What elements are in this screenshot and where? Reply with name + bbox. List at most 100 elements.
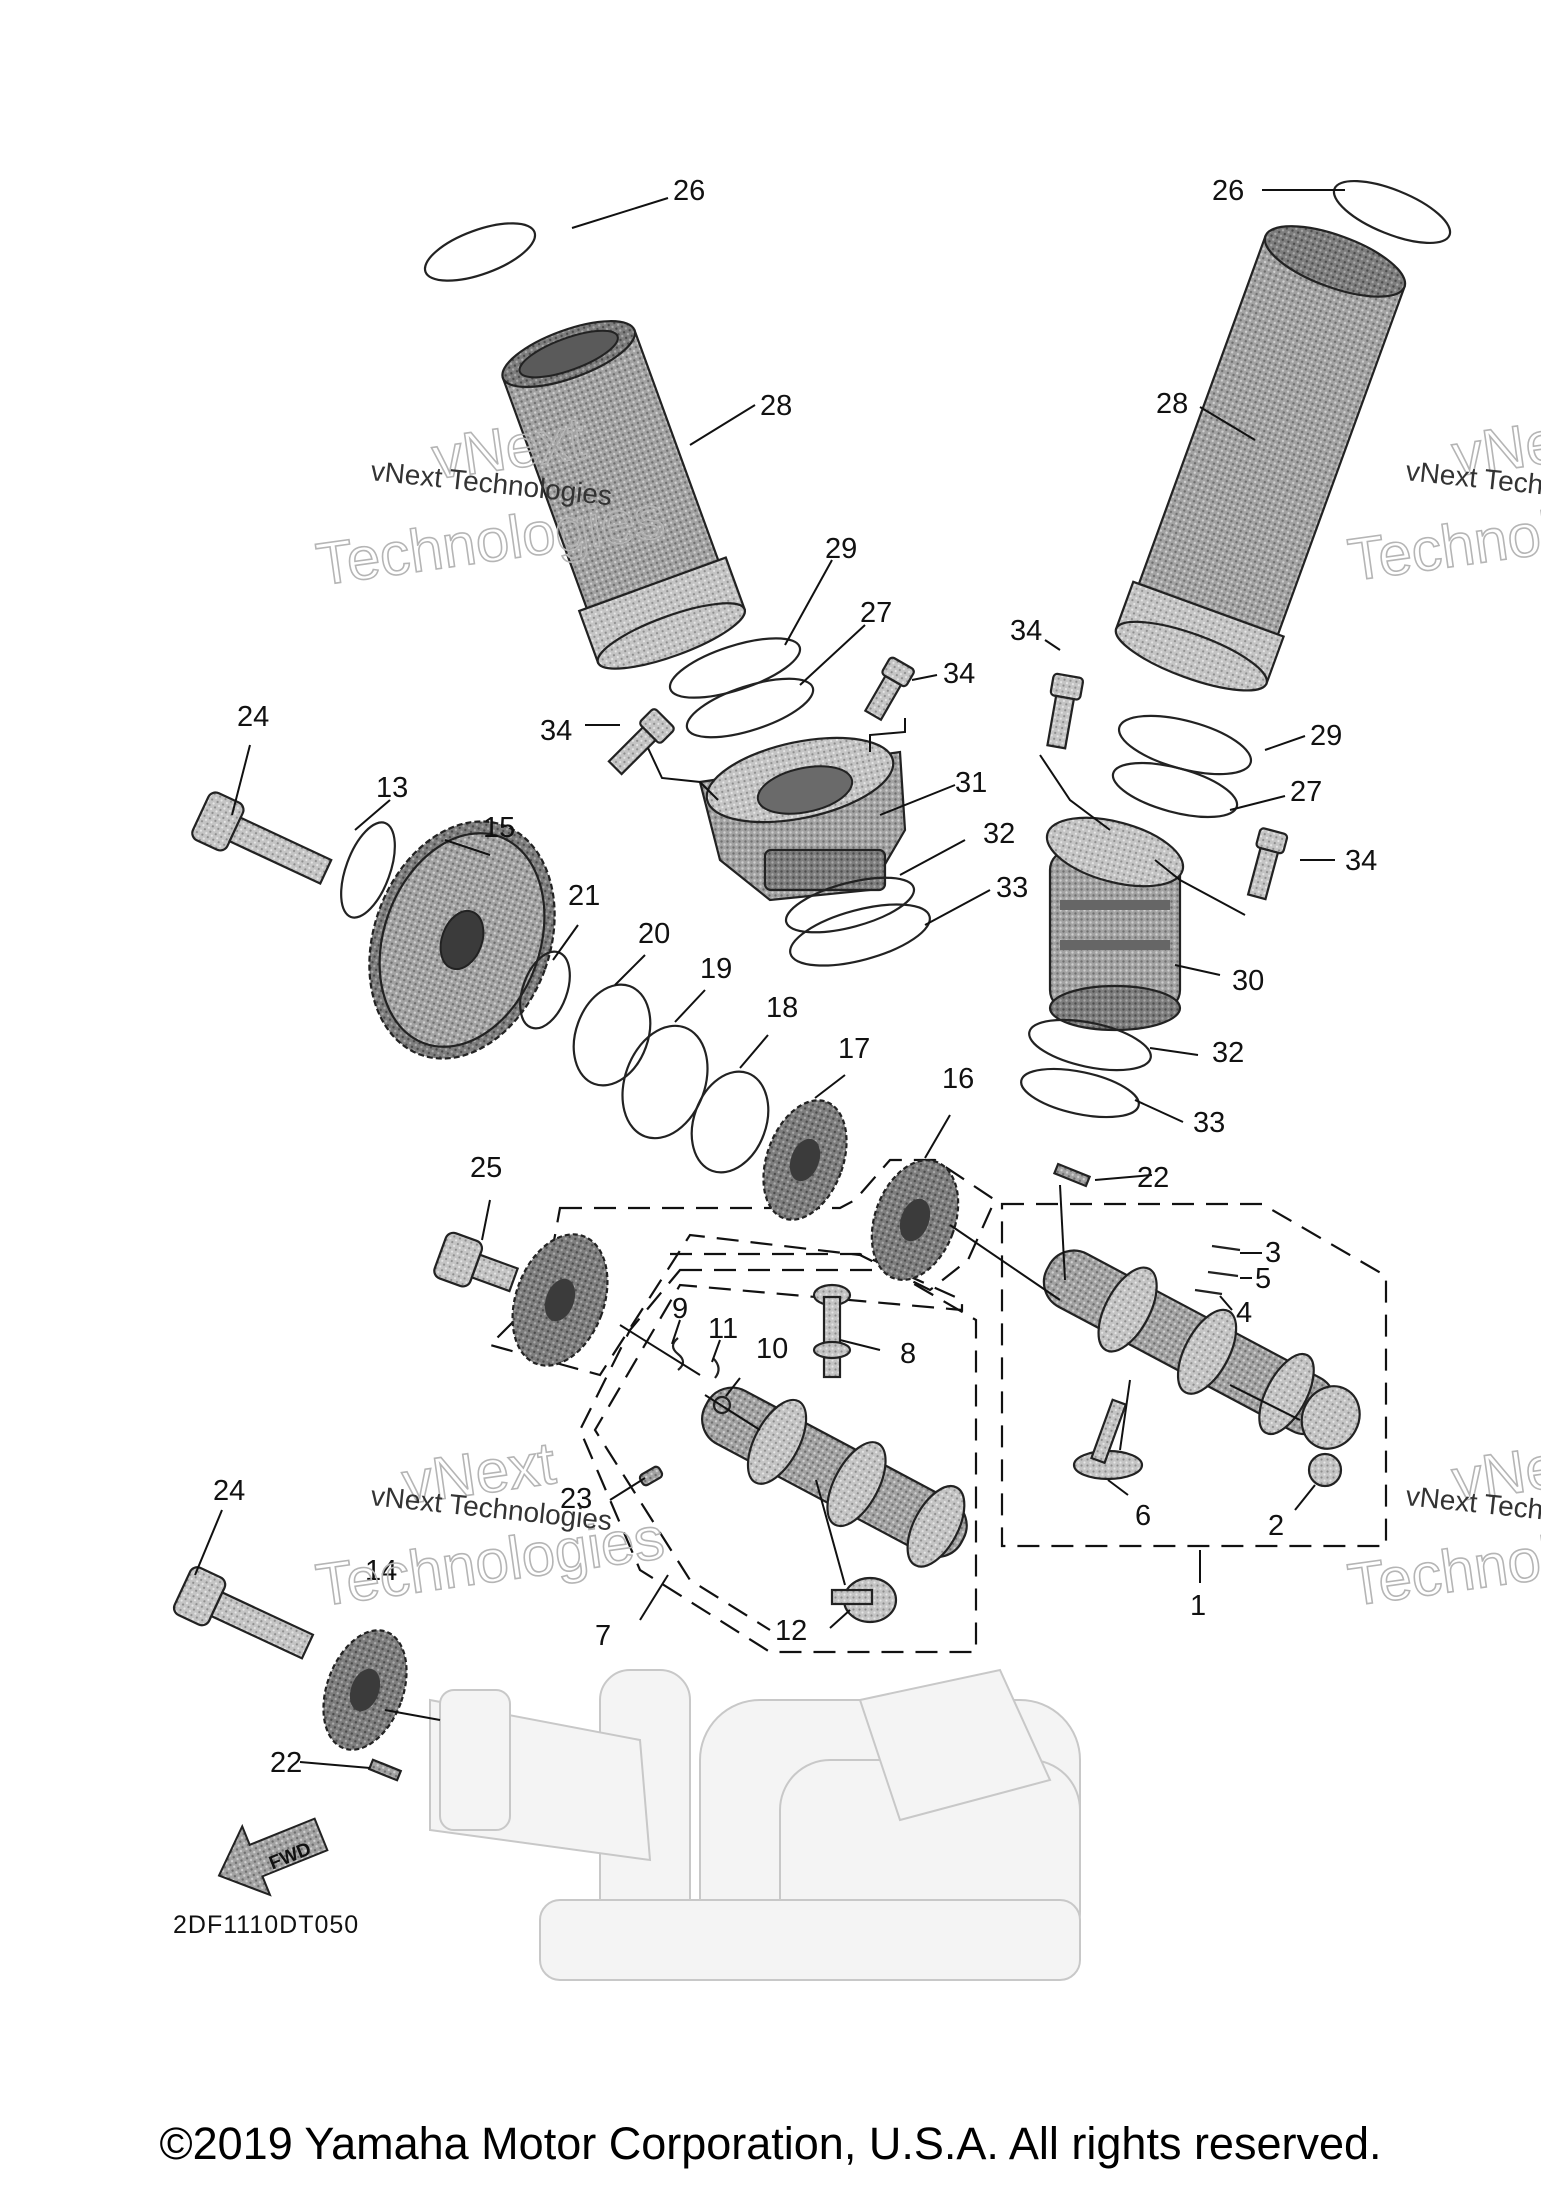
camshaft-assembly-1: [1042, 1162, 1361, 1488]
leader-lines: [194, 189, 1345, 1769]
callout-14: 14: [365, 1555, 397, 1587]
right-cylinder-group: [1020, 179, 1452, 1119]
callout-16: 16: [942, 1063, 974, 1095]
callout-33: 33: [996, 872, 1028, 904]
callout-10: 10: [756, 1333, 788, 1365]
left-cylinder-group: [423, 222, 931, 967]
callout-33: 33: [1193, 1107, 1225, 1139]
crankshaft-ghost: [429, 1668, 1081, 1981]
gear-14: [322, 1629, 408, 1751]
callout-11: 11: [708, 1313, 738, 1345]
callout-18: 18: [766, 992, 798, 1024]
bolt-24-lower: [172, 1566, 315, 1660]
callout-6: 6: [1135, 1500, 1151, 1532]
bolt-34-left-a: [607, 708, 675, 776]
gear-17: [762, 1099, 848, 1221]
o-ring-27-right: [1111, 761, 1239, 819]
o-ring-26-right: [1332, 179, 1452, 245]
washer-20: [572, 983, 652, 1087]
callout-3: 3: [1265, 1237, 1281, 1269]
spring-9: [671, 1337, 685, 1371]
copyright-notice: ©2019 Yamaha Motor Corporation, U.S.A. A…: [159, 2118, 1382, 2169]
callout-34: 34: [1345, 845, 1377, 877]
callout-19: 19: [700, 953, 732, 985]
callout-30: 30: [1232, 965, 1264, 997]
callout-12: 12: [775, 1615, 807, 1647]
callout-8: 8: [900, 1338, 916, 1370]
camshaft-assembly-7-outline: [578, 1268, 978, 1654]
o-ring-29-left: [668, 637, 802, 699]
callout-20: 20: [638, 918, 670, 950]
callout-15: 15: [483, 812, 515, 844]
camshaft-assembly-7: [638, 1283, 968, 1624]
callout-31: 31: [955, 767, 987, 799]
bolt-34-right-a: [1046, 672, 1085, 750]
cylinder-holder-31: [698, 736, 907, 902]
callout-29: 29: [1310, 720, 1342, 752]
spring-3: [1211, 1244, 1241, 1252]
tube-28-right: [1114, 225, 1407, 692]
fwd-arrow-icon: [217, 1817, 329, 1897]
callout-7: 7: [595, 1620, 611, 1652]
gear-15: [368, 820, 556, 1060]
callout-26: 26: [1212, 175, 1244, 207]
o-ring-33-left: [789, 903, 931, 967]
callout-32: 32: [983, 818, 1015, 850]
o-ring-32-left: [784, 876, 916, 934]
callouts: 26 26 28 28 29 29 27 27 34 34 34 34 31 3…: [213, 175, 1377, 1779]
gear-16: [870, 1159, 960, 1281]
bolt-34-right-b: [1246, 827, 1289, 901]
o-ring-29-right: [1117, 714, 1253, 776]
callout-1: 1: [1190, 1590, 1206, 1622]
callout-17: 17: [838, 1033, 870, 1065]
callout-2: 2: [1268, 1510, 1284, 1542]
bolt-24-upper: [191, 791, 333, 886]
bolt-34-left-b: [863, 656, 915, 722]
callout-13: 13: [376, 772, 408, 804]
o-ring-33-right: [1020, 1067, 1140, 1119]
callout-27: 27: [860, 597, 892, 629]
callout-28: 28: [1156, 388, 1188, 420]
pin-8: [812, 1283, 852, 1379]
washer-18: [690, 1070, 770, 1174]
callout-22: 22: [1137, 1162, 1169, 1194]
camshaft-1: [1042, 1249, 1361, 1450]
clip-11: [712, 1357, 720, 1379]
camshaft-7: [701, 1386, 968, 1568]
dowel-23: [638, 1465, 664, 1487]
callout-24: 24: [213, 1475, 245, 1507]
gear-train-lower: [172, 1566, 408, 1782]
pin-12: [830, 1576, 898, 1624]
gear-group-outline: [487, 1158, 997, 1377]
cylinder-holder-30: [1045, 816, 1185, 1032]
callout-9: 9: [672, 1293, 688, 1325]
gear-upper-left-cam: [511, 1233, 609, 1367]
diagram-code: 2DF1110DT050: [173, 1911, 359, 1939]
ring-10: [712, 1395, 732, 1415]
callout-29: 29: [825, 533, 857, 565]
callout-5: 5: [1255, 1263, 1271, 1295]
callout-23: 23: [560, 1483, 592, 1515]
callout-21: 21: [568, 880, 600, 912]
gear-train-upper: [191, 791, 960, 1367]
dowel-22-lower: [367, 1758, 403, 1782]
callout-26: 26: [673, 175, 705, 207]
callout-25: 25: [470, 1152, 502, 1184]
callout-27: 27: [1290, 776, 1322, 808]
callout-34: 34: [943, 658, 975, 690]
pin-4: [1194, 1288, 1223, 1296]
washer-19: [621, 1024, 709, 1140]
washer-13: [340, 821, 396, 919]
callout-28: 28: [760, 390, 792, 422]
callout-22: 22: [270, 1747, 302, 1779]
clip-5: [1207, 1270, 1239, 1278]
pin-6: [1072, 1398, 1144, 1481]
callout-4: 4: [1236, 1297, 1252, 1329]
callout-34: 34: [1010, 615, 1042, 647]
dowel-22-upper: [1052, 1162, 1092, 1188]
o-ring-27-left: [685, 677, 815, 739]
callout-32: 32: [1212, 1037, 1244, 1069]
tube-28-left: [501, 320, 747, 670]
camshaft-assembly-1-outline: [1000, 1202, 1388, 1548]
